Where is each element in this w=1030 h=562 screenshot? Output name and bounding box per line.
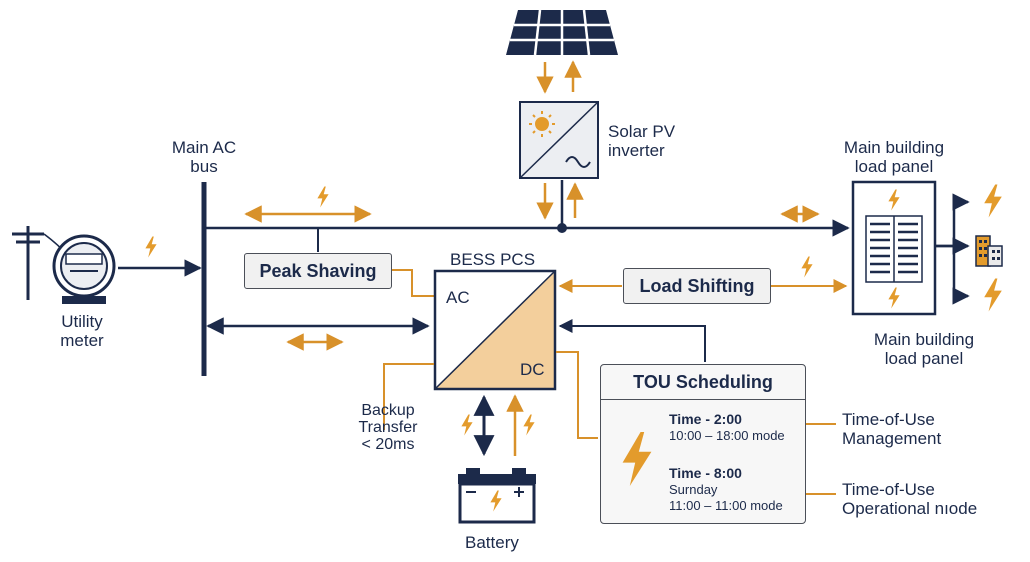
panel-output-top-arrow [936, 193, 970, 248]
electric-meter-icon [52, 234, 116, 304]
lightning-icon [145, 236, 157, 258]
solar-inverter-box [519, 101, 599, 179]
tou-scheduling-panel: TOU Scheduling Time - 2:00 10:00 – 18:00… [600, 364, 806, 524]
backup-transfer-line [383, 363, 434, 430]
dc-label: DC [520, 360, 545, 379]
tou-row-2: Time - 8:00 Surnday 11:00 – 11:00 mode [669, 465, 783, 514]
battery-icon [458, 468, 536, 524]
lightning-icon [622, 432, 652, 486]
tou-scheduling-title: TOU Scheduling [601, 365, 805, 400]
lightning-icon [317, 186, 329, 208]
solar-panel-icon [506, 9, 618, 56]
lightning-icon [984, 278, 1002, 312]
sun-icon [529, 111, 555, 137]
bus-junction-dot [557, 223, 567, 233]
lightning-icon [984, 184, 1002, 218]
ac-wave-icon [565, 156, 591, 168]
tou-row-2-detail: 11:00 – 11:00 mode [669, 498, 783, 513]
tou-to-pcs-arrow [558, 319, 706, 362]
load-shifting-box: Load Shifting [623, 268, 771, 304]
tou-row-2-day: Surnday [669, 482, 718, 497]
tou-row-1: Time - 2:00 10:00 – 18:00 mode [669, 411, 785, 444]
panel-output-bottom-arrow [952, 246, 970, 305]
tou-row-1-time: Time - 2:00 [669, 411, 742, 427]
peak-shaving-box: Peak Shaving [244, 253, 392, 289]
peak-shaving-to-pcs-line [391, 269, 436, 297]
bess-pcs-label: BESS PCS [450, 250, 536, 269]
lightning-icon [523, 414, 535, 436]
pcs-to-tou-line [556, 351, 598, 439]
tou-row-2-time: Time - 8:00 [669, 465, 742, 481]
tou-row-1-detail: 10:00 – 18:00 mode [669, 428, 785, 443]
battery-label: Battery [465, 533, 519, 552]
ac-label: AC [446, 288, 470, 307]
utility-pole-icon [12, 226, 69, 300]
bess-pcs-box [433, 269, 557, 391]
lightning-icon [461, 414, 473, 436]
building-icon [975, 235, 1003, 267]
lightning-icon [801, 256, 813, 278]
